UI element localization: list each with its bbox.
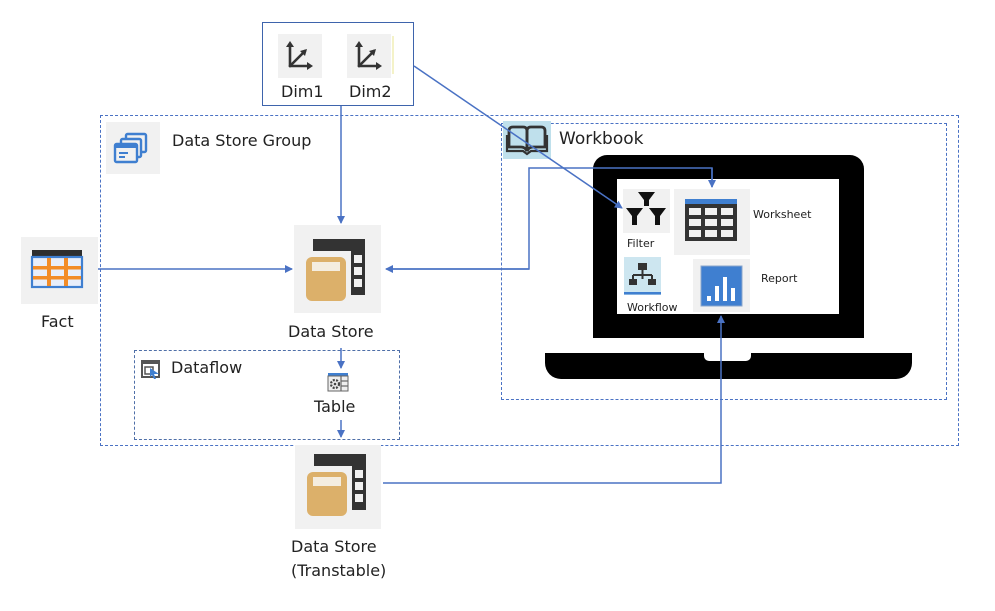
transtable-label-line2: (Transtable) — [291, 561, 387, 580]
axis-icon — [355, 41, 382, 70]
transtable-label-line1: Data Store — [291, 537, 377, 556]
workflow-label: Workflow — [627, 301, 678, 314]
data-store-icon — [306, 239, 365, 301]
fact-table-icon — [30, 250, 84, 289]
worksheet-tile[interactable] — [674, 189, 750, 255]
fact-tile[interactable] — [21, 237, 98, 304]
laptop-notch — [704, 353, 751, 361]
dim2-label: Dim2 — [349, 82, 392, 101]
filter-tile[interactable] — [623, 189, 670, 233]
data-store-group-label: Data Store Group — [172, 131, 312, 150]
axis-icon — [286, 41, 313, 70]
dim1-tile[interactable] — [278, 34, 322, 78]
workbook-icon-tile — [503, 121, 551, 159]
data-store-icon — [307, 454, 366, 516]
dim2-tile[interactable] — [347, 34, 391, 78]
stacked-windows-icon — [113, 132, 148, 164]
workflow-tile[interactable] — [624, 257, 661, 295]
dataflow-icon — [141, 360, 160, 379]
workflow-icon — [624, 263, 661, 295]
report-label: Report — [761, 272, 798, 285]
worksheet-icon — [685, 199, 737, 241]
open-book-icon — [505, 125, 549, 156]
table-label: Table — [314, 397, 356, 416]
data-store-group-icon-tile — [106, 122, 160, 174]
dim2-accent-bar — [392, 36, 394, 74]
filter-icon — [626, 192, 666, 225]
data-store-tile[interactable] — [294, 225, 381, 313]
report-chart-icon — [700, 265, 743, 307]
dataflow-label: Dataflow — [171, 358, 243, 377]
report-tile[interactable] — [693, 259, 750, 312]
fact-label: Fact — [41, 312, 74, 331]
table-gear-icon[interactable] — [327, 372, 349, 392]
filter-label: Filter — [627, 237, 655, 250]
transtable-tile[interactable] — [295, 445, 381, 529]
worksheet-label: Worksheet — [753, 208, 812, 221]
workbook-label: Workbook — [559, 129, 644, 149]
data-store-label: Data Store — [288, 322, 374, 341]
dim1-label: Dim1 — [281, 82, 324, 101]
